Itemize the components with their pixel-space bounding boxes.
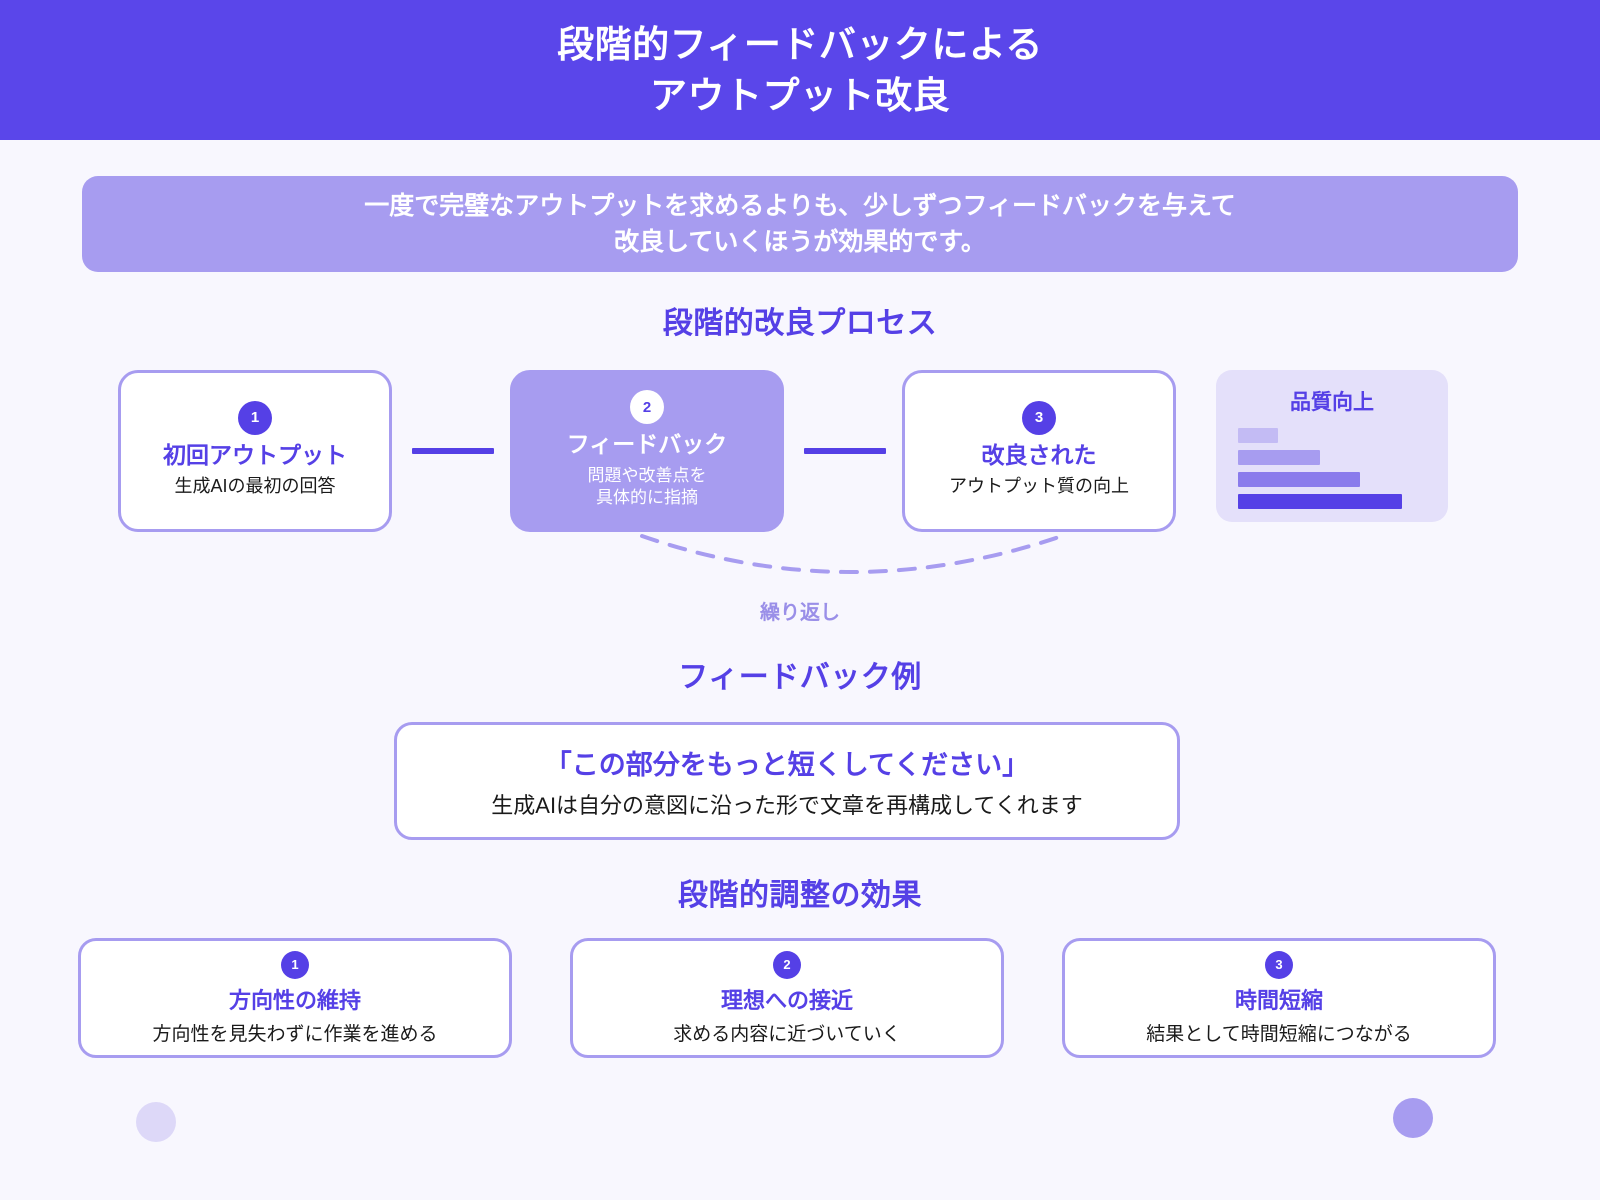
process-step-card-2[interactable]: 2 フィードバック 問題や改善点を 具体的に指摘 (510, 370, 784, 532)
summary-banner: 一度で完璧なアウトプットを求めるよりも、少しずつフィードバックを与えて 改良して… (82, 176, 1518, 272)
benefit-card-2[interactable]: 2 理想への接近 求める内容に近づいていく (570, 938, 1004, 1058)
benefit-desc-1: 方向性を見失わずに作業を進める (152, 1023, 438, 1045)
step-desc-2-line1: 問題や改善点を (587, 465, 707, 485)
benefit-badge-3: 3 (1265, 950, 1293, 979)
benefit-desc-3: 結果として時間短縮につながる (1146, 1023, 1412, 1045)
section-heading-example: フィードバック例 (678, 661, 922, 694)
decorative-circle-left (136, 1102, 176, 1142)
process-connector-2 (804, 448, 886, 454)
benefit-card-3[interactable]: 3 時間短縮 結果として時間短縮につながる (1062, 938, 1496, 1058)
quality-bar-2 (1238, 450, 1320, 465)
page-header: 段階的フィードバックによる アウトプット改良 (0, 0, 1600, 140)
step-desc-1: 生成AIの最初の回答 (174, 476, 336, 497)
feedback-example-desc: 生成AIは自分の意図に沿った形で文章を再構成してくれます (491, 792, 1083, 818)
benefit-desc-2: 求める内容に近づいていく (673, 1023, 901, 1045)
process-connector-1 (412, 448, 494, 454)
step-desc-2: 問題や改善点を 具体的に指摘 (588, 465, 707, 510)
quality-panel-title: 品質向上 (1290, 391, 1374, 414)
process-step-card-3[interactable]: 3 改良された アウトプット質の向上 (902, 370, 1176, 532)
page-title-line2: アウトプット改良 (650, 75, 950, 116)
benefit-title-1: 方向性の維持 (228, 987, 361, 1013)
benefit-title-2: 理想への接近 (720, 987, 853, 1013)
quality-bar-3 (1238, 472, 1360, 487)
step-title-2: フィードバック (566, 431, 728, 458)
feedback-example-card[interactable]: 「この部分をもっと短くしてください」 生成AIは自分の意図に沿った形で文章を再構… (394, 722, 1180, 840)
quality-bar-1 (1238, 428, 1278, 443)
decorative-circle-right (1393, 1098, 1433, 1138)
benefit-badge-2: 2 (773, 950, 801, 979)
step-desc-2-line2: 具体的に指摘 (596, 488, 698, 508)
process-step-card-1[interactable]: 1 初回アウトプット 生成AIの最初の回答 (118, 370, 392, 532)
summary-banner-line2: 改良していくほうが効果的です。 (614, 228, 986, 256)
step-title-3: 改良された (981, 441, 1097, 468)
benefit-title-3: 時間短縮 (1234, 987, 1323, 1013)
section-heading-benefits: 段階的調整の効果 (678, 879, 922, 912)
step-desc-3: アウトプット質の向上 (949, 476, 1129, 497)
step-badge-1: 1 (238, 400, 272, 435)
repeat-loop-arrow-icon (640, 534, 1064, 574)
benefit-badge-1: 1 (281, 950, 309, 979)
feedback-example-quote: 「この部分をもっと短くしてください」 (544, 749, 1030, 780)
quality-bar-group (1238, 428, 1426, 509)
section-heading-process: 段階的改良プロセス (662, 307, 938, 340)
step-title-1: 初回アウトプット (163, 441, 347, 468)
summary-banner-line1: 一度で完璧なアウトプットを求めるよりも、少しずつフィードバックを与えて (364, 191, 1236, 220)
page-title-line1: 段階的フィードバックによる (557, 23, 1043, 65)
quality-improvement-panel: 品質向上 (1216, 370, 1448, 522)
step-badge-3: 3 (1022, 400, 1056, 435)
benefit-card-1[interactable]: 1 方向性の維持 方向性を見失わずに作業を進める (78, 938, 512, 1058)
repeat-loop-label: 繰り返し (760, 602, 840, 624)
quality-bar-4 (1238, 494, 1402, 509)
process-row: 1 初回アウトプット 生成AIの最初の回答 2 フィードバック 問題や改善点を … (0, 370, 1600, 532)
step-badge-2: 2 (630, 390, 664, 425)
